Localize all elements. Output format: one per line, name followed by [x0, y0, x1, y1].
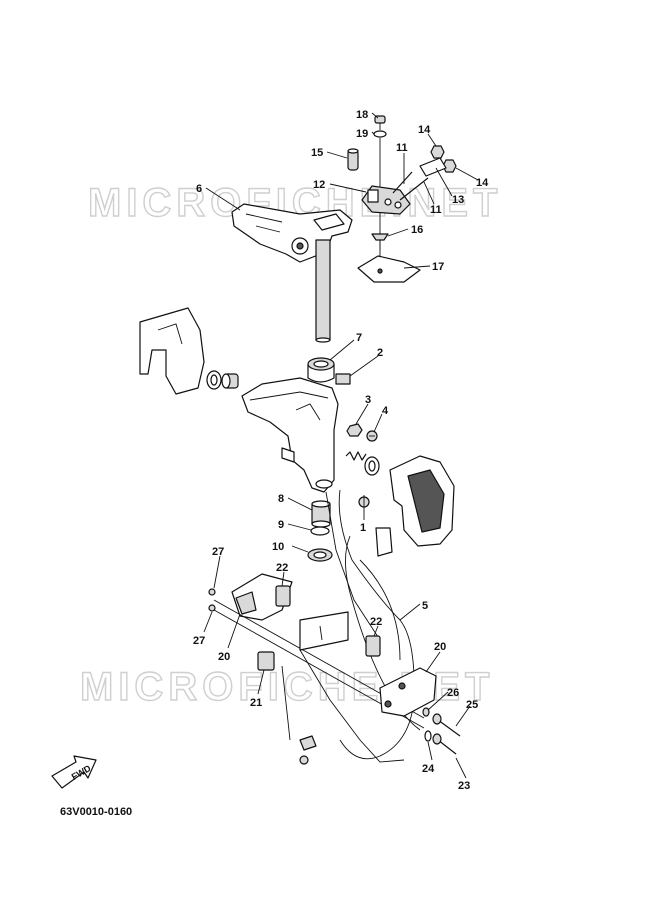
- callout-19[interactable]: 19: [356, 128, 368, 140]
- callout-18[interactable]: 18: [356, 109, 368, 121]
- forward-arrow-icon: FWD: [51, 755, 97, 789]
- callout-22-right[interactable]: 22: [370, 616, 382, 628]
- part-washer-left[interactable]: [206, 370, 222, 390]
- part-bushing-8[interactable]: [311, 500, 331, 528]
- callout-16[interactable]: 16: [411, 224, 423, 236]
- part-nut-14[interactable]: [419, 145, 457, 177]
- callout-17[interactable]: 17: [432, 261, 444, 273]
- part-spring-right[interactable]: [345, 451, 380, 476]
- callout-27-bottom[interactable]: 27: [193, 635, 205, 647]
- part-screw-16[interactable]: [371, 233, 389, 250]
- part-washer-19[interactable]: [373, 130, 387, 138]
- callout-20-right[interactable]: 20: [434, 641, 446, 653]
- callouts: 18 19 15 11 14 14 13 12 11 6 16 17 7 2 3…: [193, 109, 489, 792]
- callout-1[interactable]: 1: [360, 522, 366, 534]
- callout-3[interactable]: 3: [365, 394, 371, 406]
- part-bolt-27[interactable]: [208, 588, 216, 612]
- callout-23[interactable]: 23: [458, 780, 470, 792]
- part-seal-10[interactable]: [307, 548, 333, 562]
- callout-11-bottom[interactable]: 11: [430, 204, 442, 216]
- callout-13[interactable]: 13: [452, 194, 464, 206]
- callout-8[interactable]: 8: [278, 493, 284, 505]
- part-plate-17[interactable]: [357, 255, 421, 283]
- callout-11-top[interactable]: 11: [396, 142, 408, 154]
- part-grease-nipple-1[interactable]: [358, 495, 370, 509]
- part-pad-22-right[interactable]: [365, 635, 381, 657]
- callout-9[interactable]: 9: [278, 519, 284, 531]
- callout-12[interactable]: 12: [313, 179, 325, 191]
- callout-15[interactable]: 15: [311, 147, 323, 159]
- part-center-tube[interactable]: [299, 611, 349, 651]
- part-block-21[interactable]: [257, 651, 275, 671]
- callout-22-left[interactable]: 22: [276, 562, 288, 574]
- part-bolt-18[interactable]: [374, 115, 386, 130]
- part-screw-4[interactable]: [366, 430, 378, 442]
- part-stud-11[interactable]: [392, 171, 429, 201]
- part-steering-bracket-6[interactable]: [231, 203, 353, 343]
- callout-26[interactable]: 26: [447, 687, 459, 699]
- reference-code: 63V0010-0160: [60, 806, 132, 818]
- callout-24[interactable]: 24: [422, 763, 435, 775]
- part-wire-5[interactable]: [299, 489, 415, 760]
- callout-5[interactable]: 5: [422, 600, 428, 612]
- callout-21[interactable]: 21: [250, 697, 262, 709]
- part-bolt-23[interactable]: [432, 733, 457, 755]
- part-swivel-bracket[interactable]: [241, 377, 339, 493]
- callout-20-left[interactable]: 20: [218, 651, 230, 663]
- part-plate-2[interactable]: [335, 373, 351, 385]
- part-plate-20-right[interactable]: [379, 667, 437, 717]
- part-pin-15[interactable]: [347, 148, 359, 171]
- callout-2[interactable]: 2: [377, 347, 383, 359]
- part-clamp-bracket-right[interactable]: [375, 455, 455, 557]
- callout-10[interactable]: 10: [272, 541, 284, 553]
- callout-6[interactable]: 6: [196, 183, 202, 195]
- leader-lines: [203, 112, 479, 779]
- part-pad-22-left[interactable]: [275, 585, 291, 607]
- part-bushing-left[interactable]: [221, 373, 239, 389]
- callout-27-top[interactable]: 27: [212, 546, 224, 558]
- part-bushing-7[interactable]: [307, 357, 335, 383]
- callout-25[interactable]: 25: [466, 699, 478, 711]
- part-washer-26[interactable]: [422, 707, 430, 717]
- part-clamp-bracket-left[interactable]: [139, 307, 205, 395]
- callout-4[interactable]: 4: [382, 405, 389, 417]
- callout-7[interactable]: 7: [356, 332, 362, 344]
- part-bolt-25[interactable]: [432, 713, 461, 737]
- part-nut-3[interactable]: [346, 423, 363, 437]
- callout-14-right[interactable]: 14: [476, 177, 489, 189]
- part-oring-9[interactable]: [310, 526, 330, 536]
- part-screw-bottom[interactable]: [299, 755, 309, 765]
- callout-14-top[interactable]: 14: [418, 124, 431, 136]
- part-bracket-12-13[interactable]: [361, 185, 411, 215]
- part-washer-24[interactable]: [424, 730, 432, 742]
